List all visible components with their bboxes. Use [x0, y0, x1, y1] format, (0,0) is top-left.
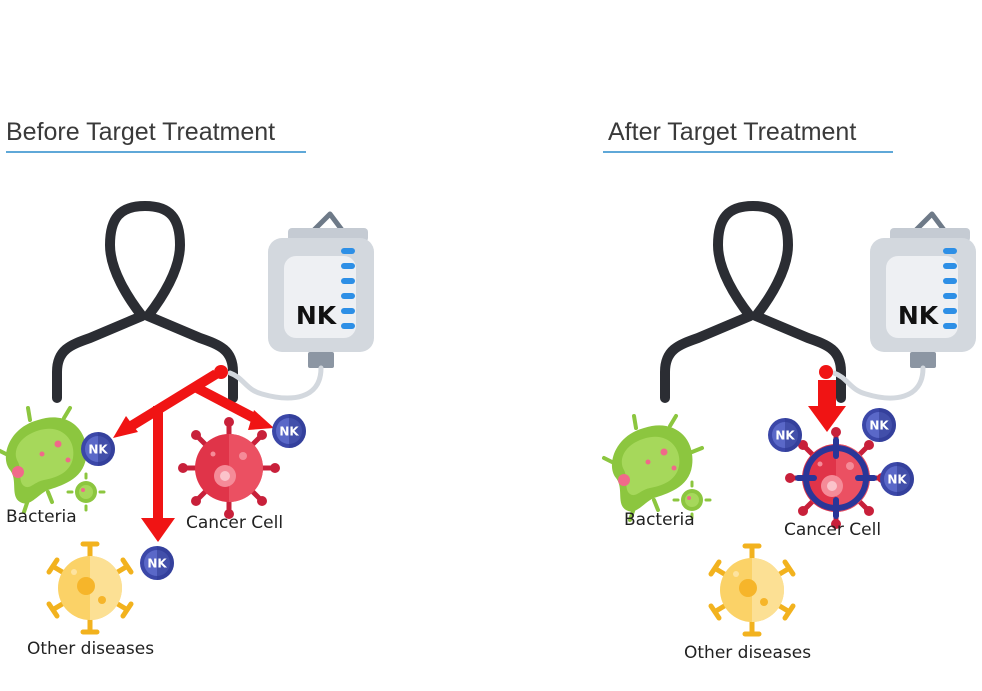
virus-icon [49, 544, 131, 632]
arrow-head-bacteria [113, 416, 138, 438]
bacteria-label: Bacteria [624, 510, 695, 530]
nk-cell-label: NK [279, 425, 299, 439]
iv-tube [831, 365, 926, 401]
arrow-head-cancer [248, 410, 274, 430]
nk-cell-label: NK [869, 419, 889, 433]
nk-cell-top-right: NK [862, 408, 896, 442]
spread-arrows [113, 369, 274, 542]
nk-cell-label: NK [147, 557, 167, 571]
other-diseases-label: Other diseases [27, 639, 154, 659]
cancer-cell-label: Cancer Cell [784, 520, 881, 540]
before-panel: Before Target Treatment NK Bacteria Canc… [0, 118, 374, 659]
nk-cell-label: NK [887, 473, 907, 487]
cancer-cell-icon [178, 417, 280, 519]
nk-cell-label: NK [88, 443, 108, 457]
iv-bag-label: NK [898, 301, 940, 330]
crosshair-icon [795, 437, 877, 519]
iv-bag-icon: NK [268, 214, 374, 368]
before-title: Before Target Treatment [6, 118, 275, 146]
target-arrow-shaft [818, 380, 836, 410]
virus-icon [711, 546, 793, 634]
nk-cell-bacteria: NK [81, 432, 115, 466]
target-arrow-head [808, 406, 846, 432]
nk-cell-other: NK [140, 546, 174, 580]
body-silhouette [660, 201, 846, 403]
other-diseases-label: Other diseases [684, 643, 811, 663]
injection-point [214, 365, 228, 379]
bacteria-icon [602, 414, 712, 522]
nk-cell-cancer: NK [272, 414, 306, 448]
arrow-to-bacteria [125, 369, 219, 433]
iv-tube [227, 365, 324, 401]
target-arrow [808, 380, 846, 432]
body-silhouette [52, 201, 238, 403]
after-title: After Target Treatment [608, 118, 856, 146]
arrow-to-cancer [192, 382, 261, 425]
cancer-cell-label: Cancer Cell [186, 513, 283, 533]
injection-point [819, 365, 833, 379]
arrow-head-other [141, 518, 175, 542]
iv-bag-icon: NK [870, 214, 976, 368]
nk-cell-right: NK [880, 462, 914, 496]
nk-cell-label: NK [775, 429, 795, 443]
iv-bag-label: NK [296, 301, 338, 330]
bacteria-label: Bacteria [6, 507, 77, 527]
after-panel: After Target Treatment NK Bacteria Cance… [602, 118, 976, 663]
nk-cell-left: NK [768, 418, 802, 452]
